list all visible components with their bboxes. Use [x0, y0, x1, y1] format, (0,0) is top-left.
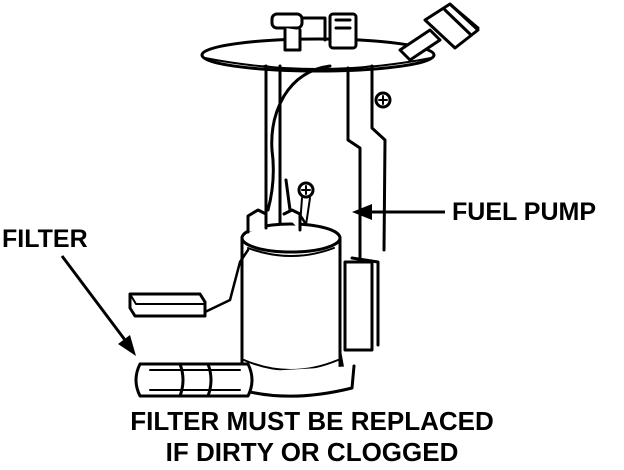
filter-arrow: [60, 255, 136, 356]
electrical-connector: [398, 2, 480, 62]
bracket-rails: [263, 64, 387, 264]
bracket-screw: [374, 91, 392, 109]
mounting-flange: [200, 37, 436, 73]
vent-fitting: [328, 12, 358, 50]
caption-line-2: IF DIRTY OR CLOGGED: [165, 437, 459, 467]
caption-line-1: FILTER MUST BE REPLACED: [130, 406, 494, 436]
fuel-pump-label: FUEL PUMP: [452, 198, 596, 226]
fuel-outlet-fitting: [270, 12, 327, 52]
filter-label: FILTER: [2, 225, 88, 253]
fuel-pump-body: [240, 208, 342, 383]
inlet-filter: [134, 362, 254, 398]
level-sender-float: [128, 248, 250, 318]
lower-bracket: [248, 256, 380, 398]
caption: FILTER MUST BE REPLACED IF DIRTY OR CLOG…: [0, 406, 624, 468]
fuel-pump-arrow: [352, 204, 445, 220]
